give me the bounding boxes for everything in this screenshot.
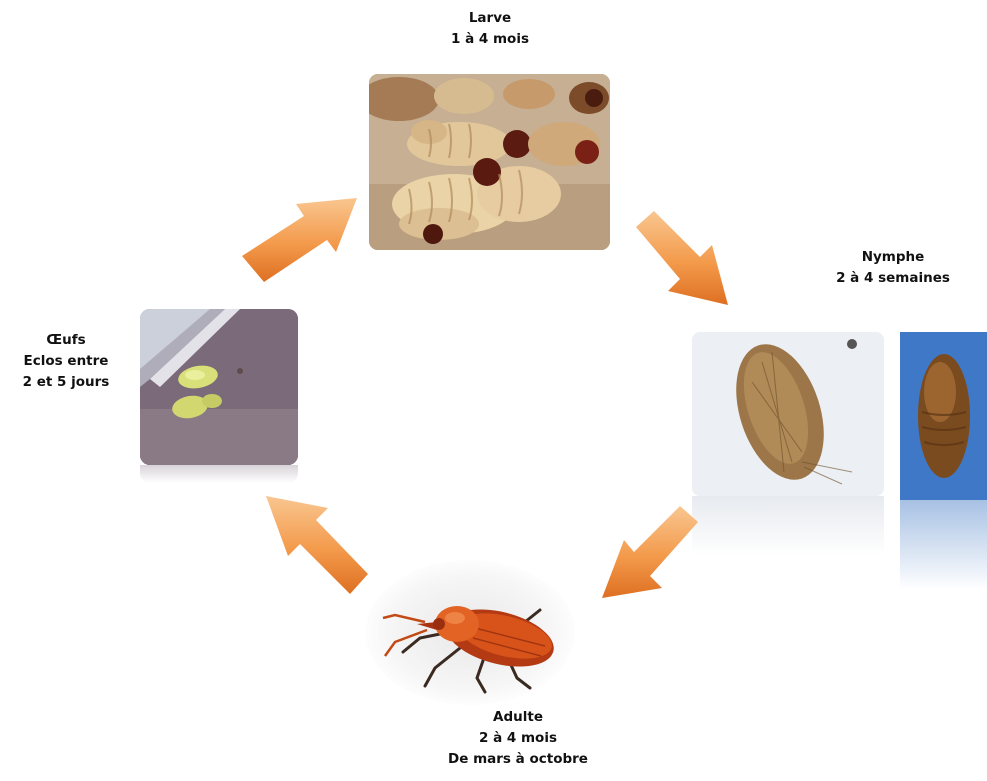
- pupa-photo: [900, 332, 987, 500]
- beetle-photo: [365, 560, 575, 705]
- stage-duration-larve: 1 à 4 mois: [420, 29, 560, 50]
- cycle-arrow-adult-to-eggs: [248, 490, 376, 602]
- stage-duration-oeufs-2: 2 et 5 jours: [4, 372, 128, 393]
- cocoon-reflection: [692, 496, 884, 556]
- stage-label-nymphe: Nymphe 2 à 4 semaines: [808, 247, 978, 289]
- stage-season-adulte: De mars à octobre: [418, 749, 618, 770]
- eggs-photo: [140, 309, 298, 465]
- cocoon-photo: [692, 332, 884, 496]
- stage-name-larve: Larve: [420, 8, 560, 29]
- stage-label-larve: Larve 1 à 4 mois: [420, 8, 560, 50]
- cycle-arrow-larva-to-pupa: [628, 205, 740, 317]
- stage-name-nymphe: Nymphe: [808, 247, 978, 268]
- stage-label-adulte: Adulte 2 à 4 mois De mars à octobre: [418, 707, 618, 770]
- stage-duration-adulte: 2 à 4 mois: [418, 728, 618, 749]
- stage-duration-oeufs-1: Eclos entre: [4, 351, 128, 372]
- stage-duration-nymphe: 2 à 4 semaines: [808, 268, 978, 289]
- stage-label-oeufs: Œufs Eclos entre 2 et 5 jours: [4, 330, 128, 393]
- stage-name-adulte: Adulte: [418, 707, 618, 728]
- larva-photo: [369, 74, 610, 250]
- pupa-reflection: [900, 500, 987, 590]
- cycle-arrow-eggs-to-larva: [232, 186, 372, 292]
- eggs-reflection: [140, 465, 298, 483]
- cycle-arrow-pupa-to-adult: [592, 500, 708, 608]
- stage-name-oeufs: Œufs: [4, 330, 128, 351]
